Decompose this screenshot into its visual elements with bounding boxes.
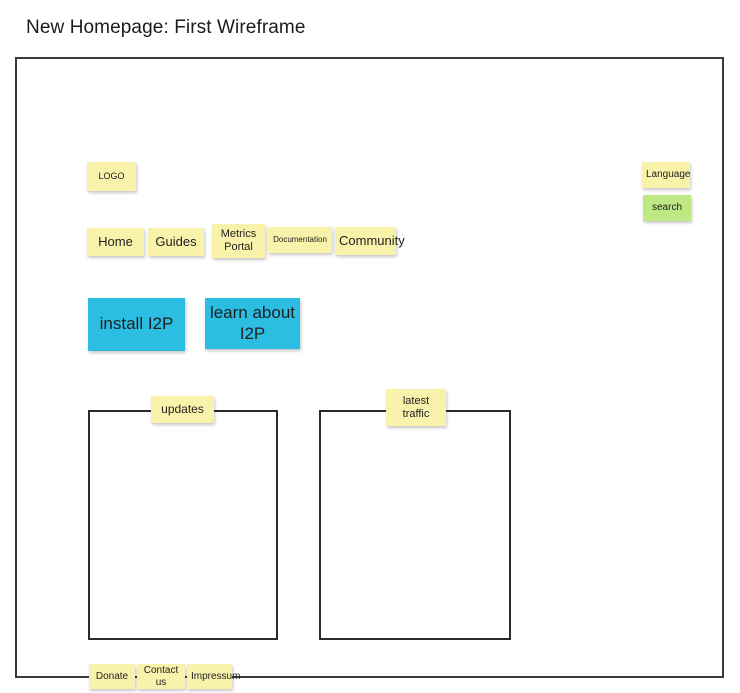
sticky-note-nav-documentation[interactable]: Documentation xyxy=(268,227,332,253)
sticky-note-language[interactable]: Language xyxy=(642,162,691,188)
content-panel-latest-traffic xyxy=(319,410,511,640)
sticky-note-nav-community-label: Community xyxy=(339,233,405,249)
sticky-note-footer-donate[interactable]: Donate xyxy=(89,664,135,689)
sticky-note-nav-guides[interactable]: Guides xyxy=(148,228,204,256)
sticky-note-footer-impressum-label: Impressum xyxy=(191,670,241,682)
sticky-note-nav-metrics-portal-label: Metrics Portal xyxy=(220,228,257,253)
sticky-note-install-i2p-label: install I2P xyxy=(99,314,174,334)
sticky-note-logo-label: LOGO xyxy=(98,171,125,182)
sticky-note-nav-home[interactable]: Home xyxy=(87,228,144,256)
sticky-note-nav-home-label: Home xyxy=(98,234,133,250)
wireframe-canvas-frame: LOGO Language search Home Guides Metrics… xyxy=(15,57,724,689)
sticky-note-footer-contact-us[interactable]: Contact us xyxy=(137,664,185,689)
sticky-note-footer-impressum[interactable]: Impressum xyxy=(187,664,241,689)
sticky-note-nav-metrics-portal[interactable]: Metrics Portal xyxy=(212,224,265,258)
sticky-note-logo[interactable]: LOGO xyxy=(87,162,136,191)
sticky-note-nav-guides-label: Guides xyxy=(155,234,197,250)
content-panel-updates xyxy=(88,410,278,640)
sticky-note-learn-about-i2p-label: learn about I2P xyxy=(209,303,296,343)
sticky-note-footer-contact-us-label: Contact us xyxy=(143,664,179,688)
sticky-note-footer-donate-label: Donate xyxy=(95,670,129,682)
sticky-note-search-label: search xyxy=(651,202,682,214)
sticky-note-latest-traffic-label: latest traffic xyxy=(402,394,430,420)
sticky-note-latest-traffic[interactable]: latest traffic xyxy=(386,389,446,426)
sticky-note-nav-community[interactable]: Community xyxy=(335,227,405,255)
page-title: New Homepage: First Wireframe xyxy=(26,17,306,38)
sticky-note-updates[interactable]: updates xyxy=(151,396,214,423)
sticky-note-install-i2p[interactable]: install I2P xyxy=(88,298,185,351)
sticky-note-learn-about-i2p[interactable]: learn about I2P xyxy=(205,298,300,349)
sticky-note-updates-label: updates xyxy=(161,402,204,417)
sticky-note-nav-documentation-label: Documentation xyxy=(273,235,327,245)
sticky-note-language-label: Language xyxy=(646,169,691,181)
sticky-note-search[interactable]: search xyxy=(643,195,691,221)
